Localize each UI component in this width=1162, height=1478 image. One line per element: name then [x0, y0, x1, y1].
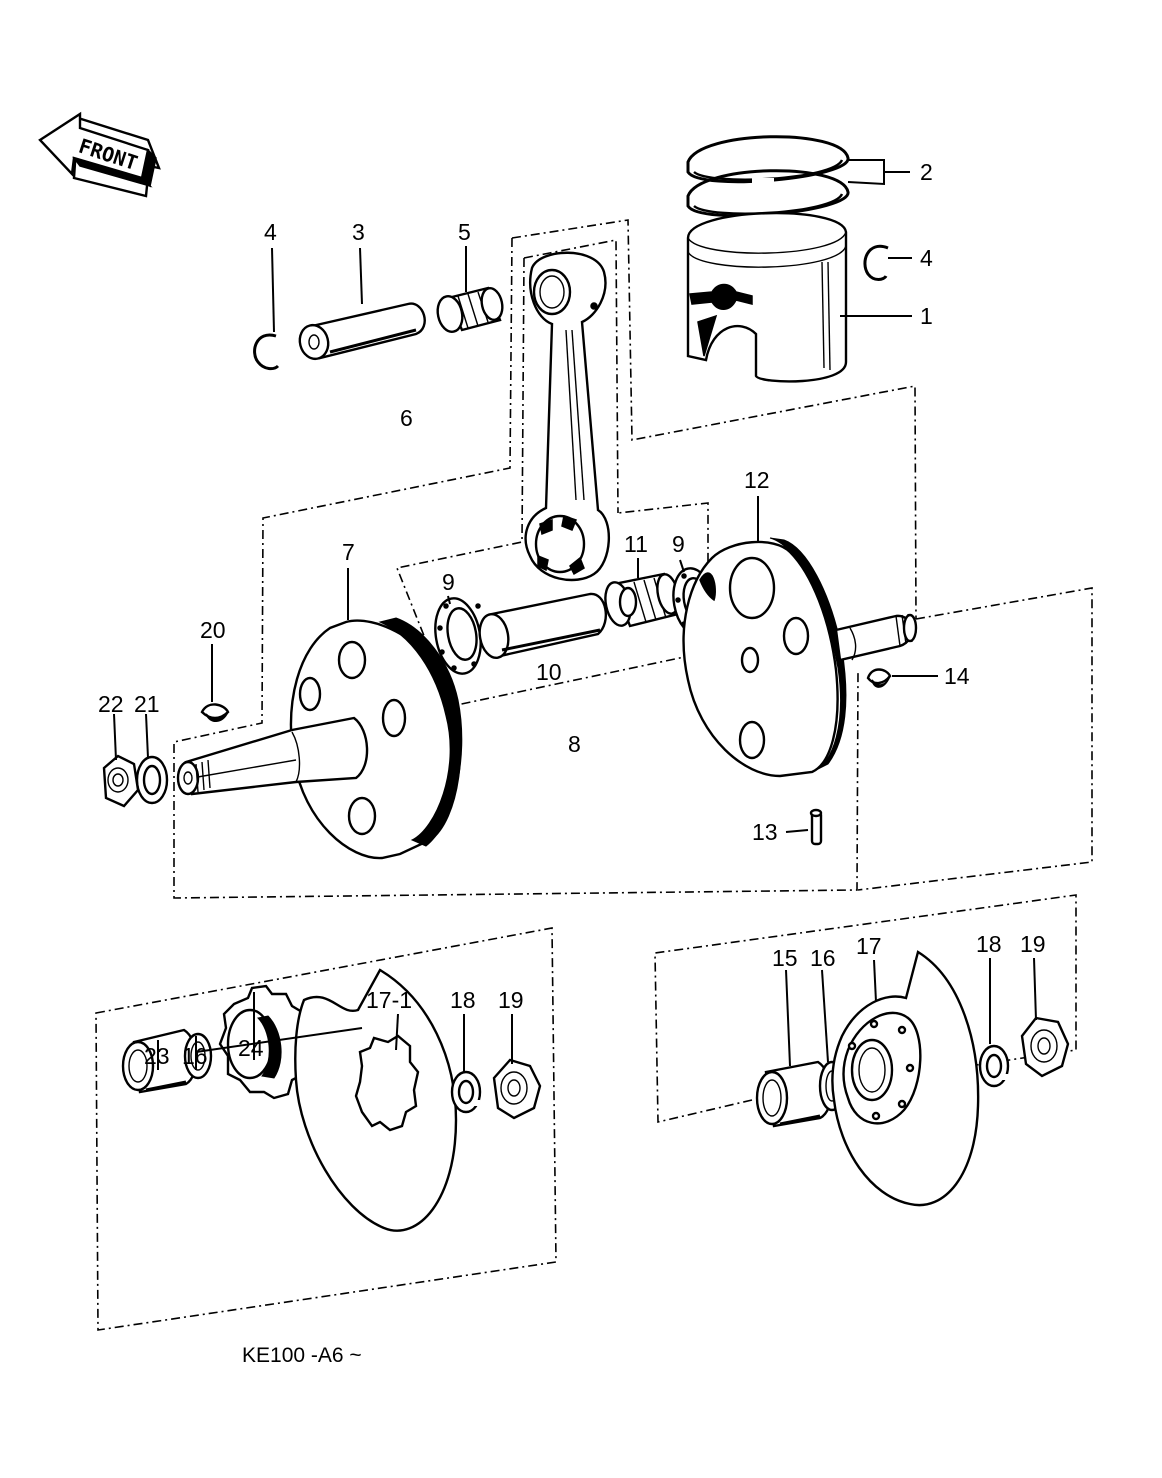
piston: [686, 211, 848, 383]
label-lock-washer-right: 18: [976, 931, 1002, 957]
woodruff-key-right: [866, 668, 892, 688]
label-lock-washer-left: 18: [450, 987, 476, 1013]
primary-gear-right: [831, 950, 980, 1207]
nut-22: [102, 754, 140, 808]
woodruff-key-left: [200, 703, 230, 722]
label-pin: 13: [752, 819, 778, 845]
assembly-outline-crank-inner: [395, 239, 709, 707]
label-piston: 1: [920, 303, 933, 329]
label-nut-22: 22: [98, 691, 124, 717]
label-circlip-left: 4: [264, 219, 277, 245]
primary-gear-left: [195, 968, 458, 1232]
label-o-ring-left: 16: [182, 1043, 208, 1069]
label-primary-gear-right: 17: [856, 933, 882, 959]
label-piston-rings: 2: [920, 159, 933, 185]
label-connecting-rod-assembly: 6: [400, 405, 413, 431]
washer-left: [434, 597, 482, 675]
label-needle-bearing-small: 5: [458, 219, 471, 245]
label-collar-15: 15: [772, 945, 798, 971]
piston-pin: [298, 302, 426, 361]
pin: [809, 808, 823, 846]
label-needle-bearing-big: 11: [624, 531, 648, 557]
piston-rings: [686, 135, 850, 218]
label-nut-left: 19: [498, 987, 524, 1013]
label-flywheel-left: 7: [342, 539, 355, 565]
part-labels: 2 4 1 4 3 5 6 12 7 11 9 9 20 10 14 22 21…: [98, 159, 1046, 1069]
label-primary-gear-left: 17-1: [366, 987, 412, 1013]
flywheel-right: [682, 537, 918, 778]
nut-left: [492, 1058, 542, 1120]
connecting-rod: [524, 251, 610, 582]
lock-washer-right: [978, 1044, 1010, 1088]
crankpin: [478, 592, 607, 660]
label-crankpin: 10: [536, 659, 562, 685]
o-ring-left: [183, 1032, 213, 1080]
flywheel-left: [176, 617, 463, 860]
label-o-ring-right: 16: [810, 945, 836, 971]
circlip-left: [253, 333, 280, 371]
label-washer-21: 21: [134, 691, 160, 717]
front-arrow-icon: FRONT: [38, 111, 161, 198]
label-circlip-right: 4: [920, 245, 933, 271]
model-caption: KE100 -A6 ~: [242, 1344, 362, 1367]
label-collar-23: 23: [144, 1043, 170, 1069]
lock-washer-left: [450, 1070, 482, 1114]
label-woodruff-key-right: 14: [944, 663, 970, 689]
label-washer-left: 9: [442, 569, 455, 595]
collar-23: [121, 1028, 198, 1094]
assembly-outline-6: [173, 219, 1093, 899]
label-flywheel-right: 12: [744, 467, 770, 493]
needle-bearing-big: [604, 572, 680, 628]
washer-21: [135, 755, 169, 805]
leader-lines: [113, 159, 1037, 1072]
label-nut-right: 19: [1020, 931, 1046, 957]
assembly-outline-right-gear: [654, 894, 1077, 1124]
label-crankpin-assembly: 8: [568, 731, 581, 757]
needle-bearing-small: [436, 286, 504, 333]
circlip-right: [863, 244, 889, 281]
label-sprocket-24: 24: [238, 1035, 264, 1061]
label-piston-pin: 3: [352, 219, 365, 245]
label-washer-right: 9: [672, 531, 685, 557]
assembly-outline-left-gear: [95, 927, 557, 1331]
nut-right: [1020, 1016, 1070, 1078]
label-woodruff-key-left: 20: [200, 617, 226, 643]
